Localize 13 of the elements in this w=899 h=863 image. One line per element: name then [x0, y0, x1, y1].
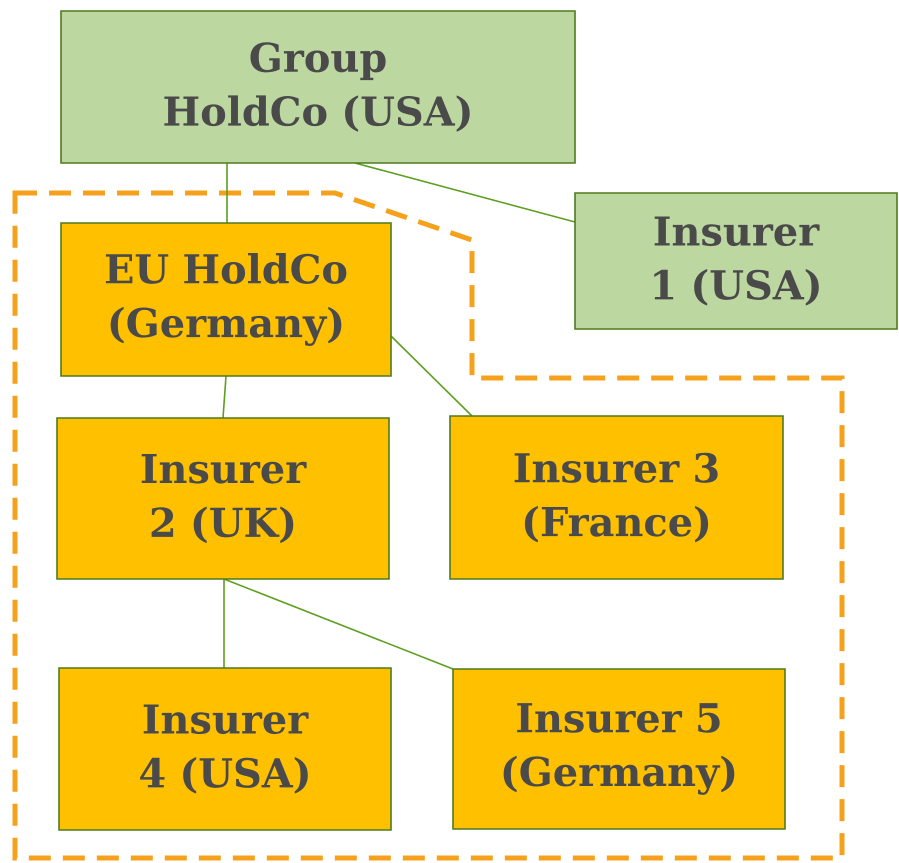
- org-box: EU HoldCo (Germany): [60, 222, 392, 377]
- connector-line: [354, 162, 576, 223]
- connector-line: [226, 163, 228, 223]
- org-box: Insurer 2 (UK): [56, 417, 390, 580]
- connector-line: [222, 376, 227, 418]
- org-box: Insurer 1 (USA): [574, 192, 898, 330]
- org-box: Insurer 3 (France): [449, 415, 784, 580]
- org-box: Insurer 5 (Germany): [452, 668, 786, 830]
- connector-line: [224, 578, 454, 670]
- connector-line: [223, 579, 225, 668]
- org-box: Insurer 4 (USA): [58, 667, 392, 831]
- org-box: Group HoldCo (USA): [60, 10, 576, 164]
- connector-line: [390, 335, 473, 417]
